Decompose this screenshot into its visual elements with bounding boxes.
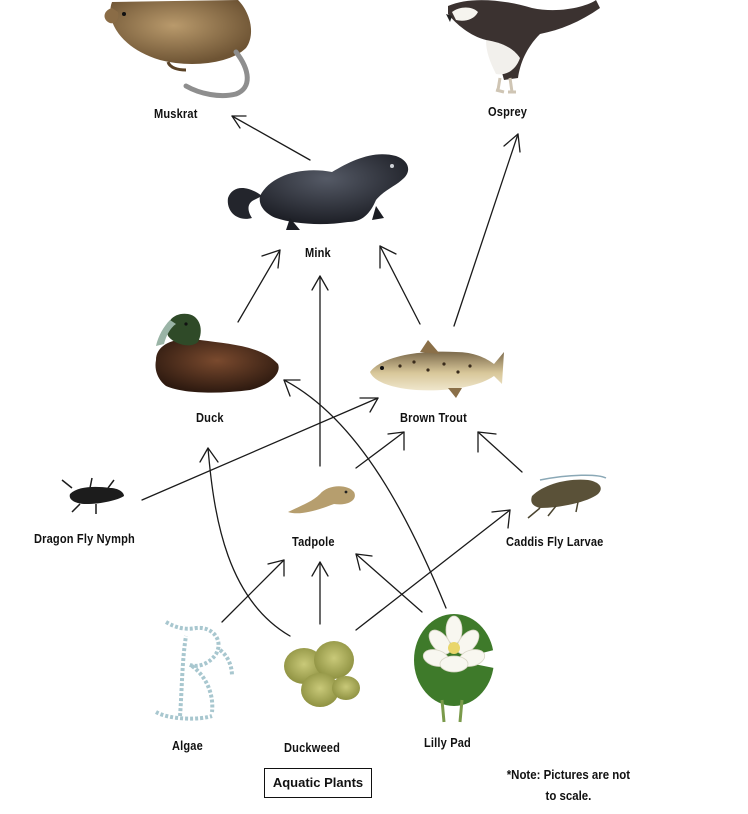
arrows (141, 115, 523, 637)
arrow-tadpole-to-trout (355, 431, 405, 469)
arrow-duck-to-mink (237, 249, 281, 323)
aquatic-plants-box: Aquatic Plants (264, 768, 372, 798)
arrow-lillypad-to-duck (283, 379, 447, 609)
arrow-lillypad-to-tadpole (355, 553, 423, 613)
arrow-caddis-to-trout (477, 431, 523, 473)
label-lilly-pad: Lilly Pad (424, 735, 471, 750)
tadpole-illustration (288, 486, 355, 514)
label-algae: Algae (172, 738, 203, 753)
label-mink: Mink (305, 245, 331, 260)
osprey-illustration (446, 0, 600, 94)
arrow-nymph-to-trout (141, 397, 379, 501)
mink-illustration (227, 154, 409, 230)
brown-trout-illustration (370, 340, 504, 398)
label-caddis-fly-larvae: Caddis Fly Larvae (506, 534, 604, 549)
algae-illustration (155, 620, 234, 721)
label-osprey: Osprey (488, 104, 528, 119)
label-tadpole: Tadpole (292, 534, 335, 549)
arrow-algae-to-tadpole (221, 559, 285, 623)
label-duck: Duck (196, 410, 224, 425)
arrow-mink-to-muskrat (231, 115, 311, 161)
duckweed-illustration (284, 641, 360, 707)
arrow-tadpole-to-mink (311, 275, 329, 467)
label-muskrat: Muskrat (154, 106, 198, 121)
arrow-duckweed-to-duck (199, 447, 291, 637)
scale-note: *Note: Pictures are not to scale. (498, 764, 639, 806)
muskrat-illustration (104, 0, 252, 99)
scale-note-line1: *Note: Pictures are not (506, 767, 631, 782)
caddis-fly-larvae-illustration (527, 474, 607, 519)
label-duckweed: Duckweed (284, 740, 341, 755)
scale-note-line2: to scale. (545, 788, 592, 803)
label-dragon-fly-nymph: Dragon Fly Nymph (34, 531, 135, 546)
arrow-trout-to-osprey (453, 133, 521, 327)
arrow-duckweed-to-tadpole (311, 561, 329, 625)
duck-illustration (155, 313, 279, 393)
dragon-fly-nymph-illustration (61, 477, 124, 514)
lilly-pad-illustration (414, 614, 494, 723)
arrow-trout-to-mink (379, 245, 421, 325)
label-brown-trout: Brown Trout (400, 410, 467, 425)
arrow-duckweed-to-caddis (355, 509, 511, 631)
